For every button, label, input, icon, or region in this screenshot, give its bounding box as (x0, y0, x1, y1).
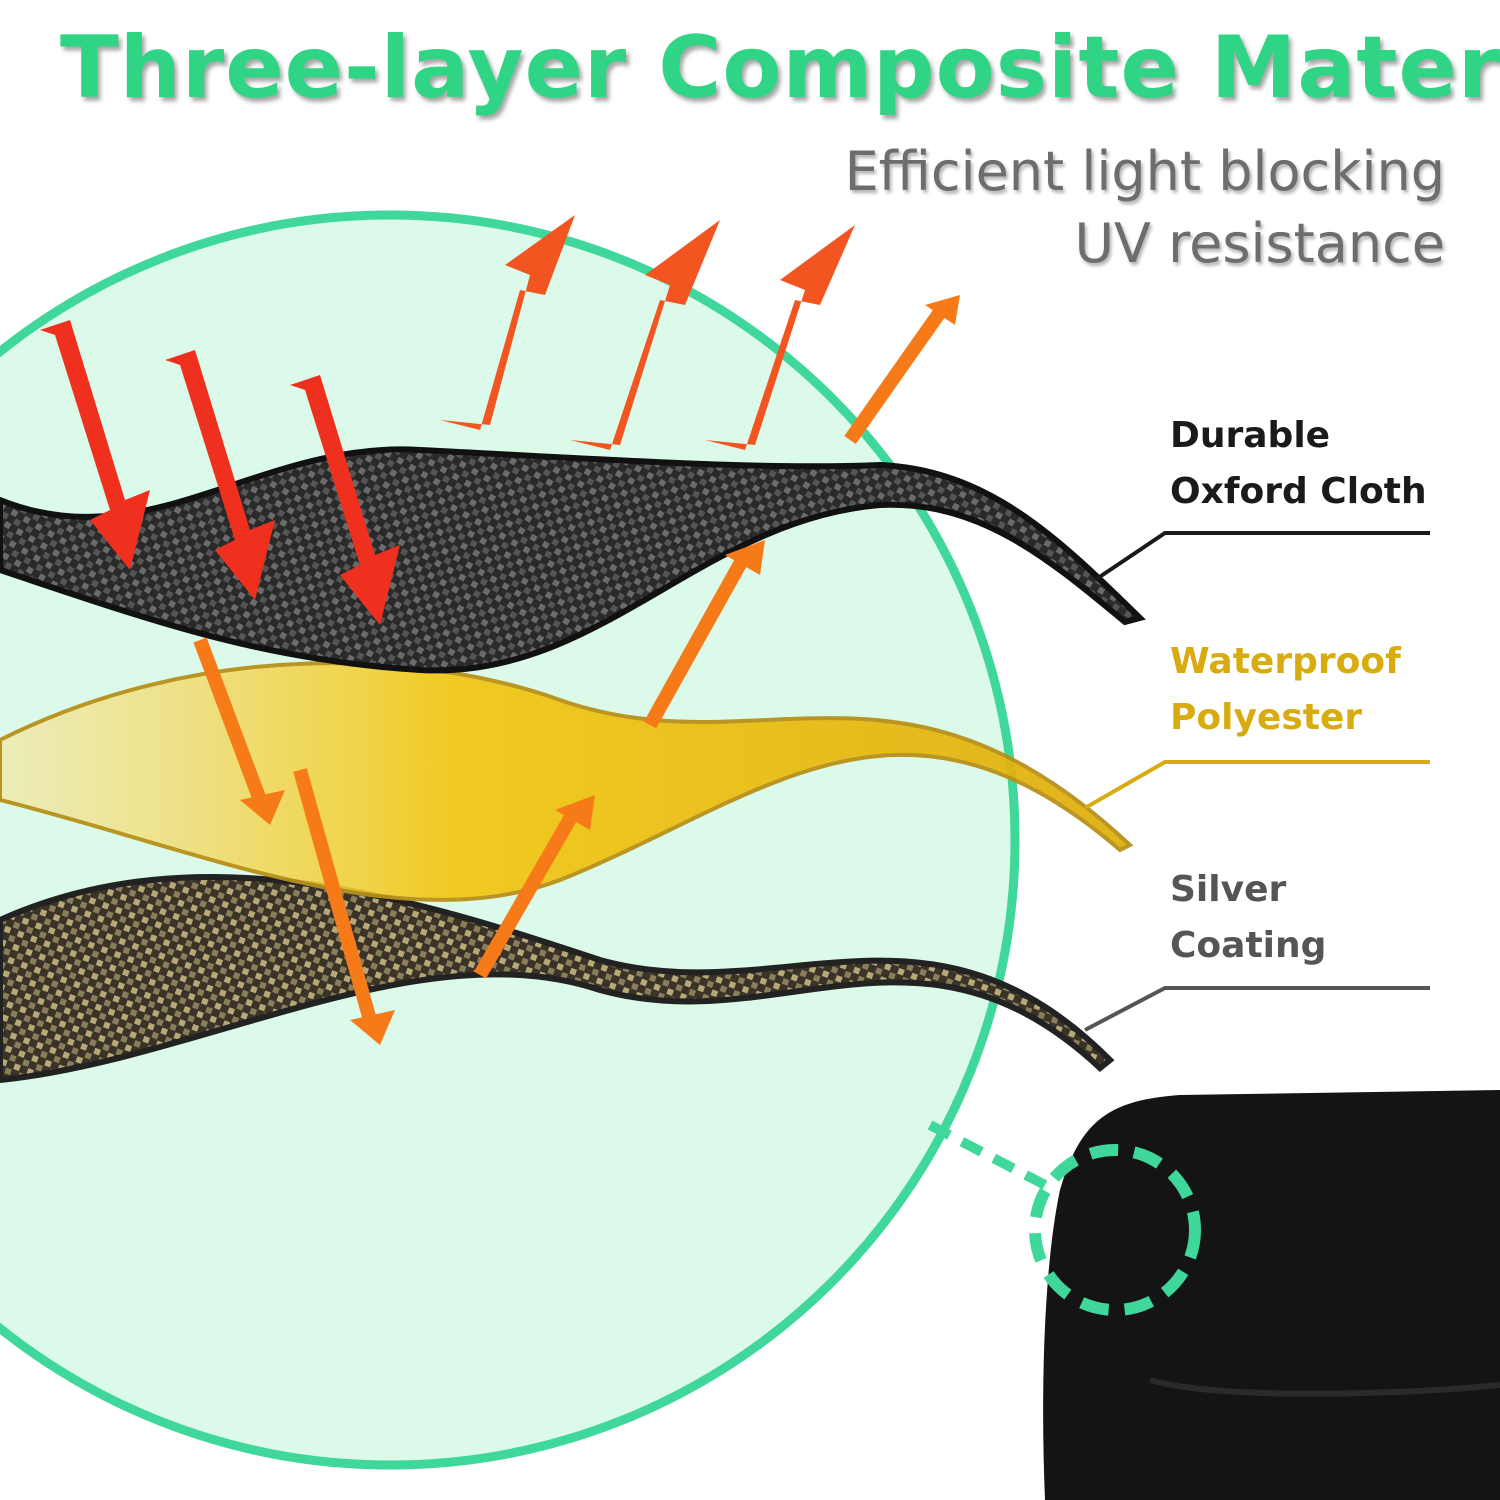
dashed-connector (927, 1120, 1048, 1190)
subtitle-line-1: Efficient light blocking (844, 140, 1445, 203)
oxford-cloth-layer (0, 446, 1146, 674)
reflected-light-arrows (440, 215, 855, 450)
arrow-down-icon (165, 350, 275, 600)
leader-line-polyester (1084, 760, 1430, 810)
page-title: Three-layer Composite Material (60, 18, 1500, 118)
label-line: Polyester (1170, 697, 1363, 738)
incoming-light-arrows (40, 320, 400, 625)
arrow-up-icon (440, 215, 575, 430)
label-silver-coating: Silver Coating (1170, 862, 1326, 974)
arrow-up-icon (705, 225, 855, 450)
label-waterproof-polyester: Waterproof Polyester (1170, 634, 1401, 746)
label-line: Coating (1170, 925, 1327, 966)
arrow-up-icon (570, 220, 720, 450)
label-oxford-cloth: Durable Oxford Cloth (1170, 408, 1427, 520)
label-line: Silver (1170, 869, 1287, 910)
zoom-circle (1029, 1144, 1201, 1316)
label-line: Durable (1170, 415, 1331, 456)
penetrating-arrows (193, 295, 960, 1045)
arrow-down-icon (290, 375, 400, 625)
subtitle-line-2: UV resistance (1074, 212, 1445, 275)
leader-line-oxford (1093, 531, 1430, 582)
silver-coating-layer (0, 874, 1115, 1084)
label-line: Oxford Cloth (1170, 471, 1427, 512)
label-line: Waterproof (1170, 641, 1401, 682)
arrow-down-icon (40, 320, 150, 570)
leader-line-silver (1084, 986, 1430, 1032)
grill-cover-image (1043, 1090, 1500, 1500)
